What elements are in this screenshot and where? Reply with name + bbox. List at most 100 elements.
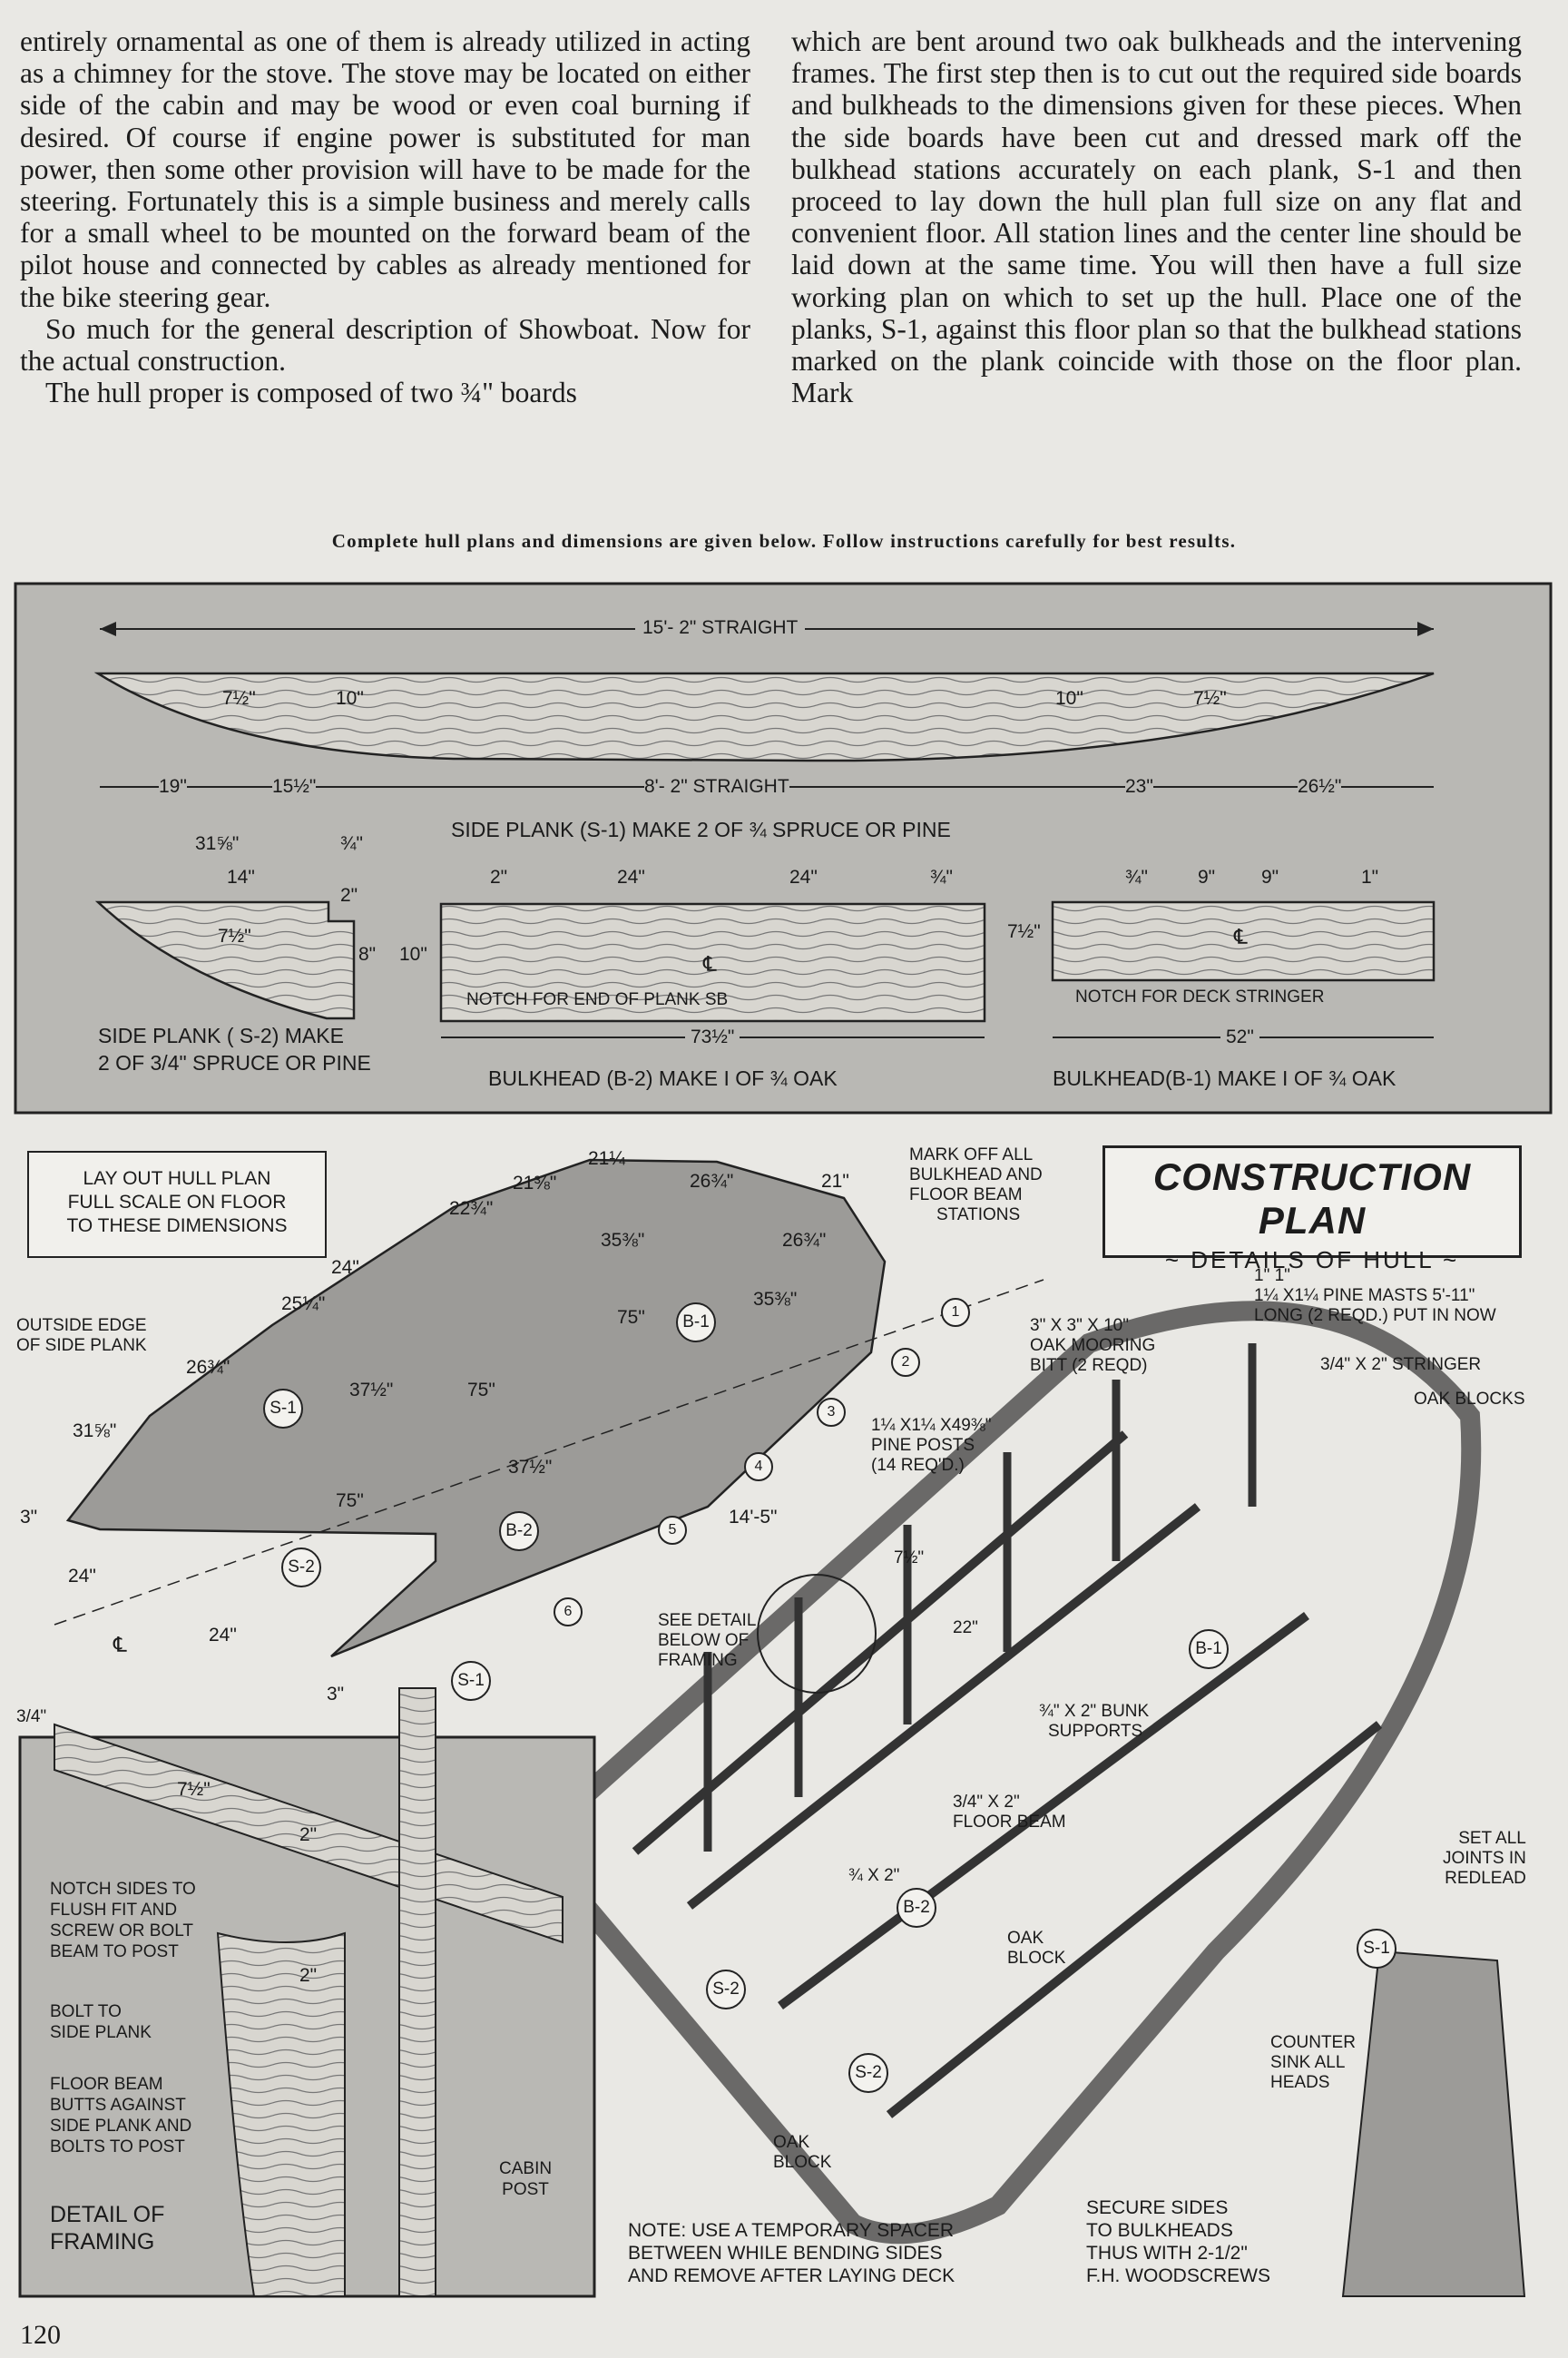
floor-beam-note: 3/4" X 2"FLOOR BEAM [953,1793,1066,1832]
dim-label: 10" [336,688,364,709]
b2-length-label: 73½" [685,1027,740,1048]
dim-label: ¾" [930,867,953,888]
hull-plan-shape [65,1158,887,1658]
dim-label: 24" [617,867,645,888]
dim-label: 2" [490,867,508,888]
dim-label: ¾" [1125,867,1148,888]
paragraph: So much for the general description of S… [20,312,750,378]
dim-label: 2" [299,1824,318,1845]
b1-length-label: 52" [1220,1027,1259,1048]
construction-plan-title-box: CONSTRUCTION PLAN ~ DETAILS OF HULL ~ [1102,1145,1522,1273]
part-tag: S-1 [451,1661,491,1701]
paragraph: which are bent around two oak bulkheads … [791,25,1522,409]
dim-label: 3" [20,1507,38,1528]
dim-label: 37½" [508,1457,553,1478]
detail-side-plank [216,1931,346,2297]
oak-blocks-note: OAK BLOCKS [1414,1390,1525,1409]
centerline-mark: ℄ [1234,925,1248,948]
dim-label: 15½" [272,776,317,798]
part-tag: B-2 [897,1888,936,1928]
dim-label: 8'- 2" STRAIGHT [644,776,789,798]
dim-label: 21¼ [588,1148,625,1169]
bulkhead-b1 [1051,900,1436,982]
b1-notch-label: NOTCH FOR DECK STRINGER [1075,987,1325,1007]
right-text-column: which are bent around two oak bulkheads … [791,25,1522,408]
stringer-note: 3/4" X 2" STRINGER [1320,1355,1482,1374]
part-tag: B-2 [499,1511,539,1551]
dim-label: 26¾" [186,1357,230,1378]
station-marker: 3 [817,1398,846,1427]
construction-plan-subtitle: ~ DETAILS OF HULL ~ [1164,1246,1460,1273]
counter-sink-detail [1341,1950,1526,2297]
dim-label: 26½" [1298,776,1342,798]
dim-label: 24" [789,867,818,888]
dim-label: 37½" [349,1380,394,1400]
bulkhead-b2 [439,902,986,1023]
part-tag: S-2 [848,2053,888,2093]
layout-note-box: LAY OUT HULL PLAN FULL SCALE ON FLOOR TO… [27,1151,327,1258]
part-tag: S-2 [706,1970,746,2009]
centerline [54,1279,1044,1626]
dim-label: 25¼" [281,1293,326,1314]
paragraph: entirely ornamental as one of them is al… [20,25,750,313]
dim-label: 31⅝" [195,833,240,854]
floor-beams [632,1430,1383,2118]
side-plank-s1 [93,672,1435,762]
dim-label: 24" [68,1566,96,1587]
dim-label: 14" [227,867,255,888]
dim-label: 7½" [1193,688,1227,709]
isometric-hull [553,1301,1482,2245]
dim-label: 35⅜" [601,1230,645,1251]
paragraph: The hull proper is composed of two ¾" bo… [45,377,577,409]
dim-label: 9" [1261,867,1279,888]
dim-label: 31⅝" [73,1420,117,1441]
station-marker: 6 [554,1597,583,1626]
left-text-column: entirely ornamental as one of them is al… [20,25,750,408]
dim-label: ¾" [340,833,363,854]
part-tag: B-1 [676,1302,716,1342]
station-marker: 5 [658,1516,687,1545]
dim-label: 21" [821,1171,849,1192]
dim-label: ¾ X 2" [848,1866,900,1885]
dim-label: 26¾" [690,1171,734,1192]
dim-label: 24" [209,1625,237,1646]
b2-bulkhead-label: BULKHEAD (B-2) MAKE I OF ¾ OAK [488,1066,838,1090]
part-tag: S-1 [1357,1929,1396,1969]
detail-callout-circle [757,1574,877,1694]
station-marker: 2 [891,1348,920,1377]
post-dim: 7½" [894,1548,925,1567]
dim-label: 7½" [177,1779,211,1800]
dim-label: 21⅜" [513,1173,557,1194]
station-marker: 4 [744,1452,773,1481]
dim-label: 75" [336,1490,364,1511]
dim-label: 75" [467,1380,495,1400]
centerline-mark: ℄ [113,1633,127,1656]
plans-panel [14,582,1553,1115]
dim-label: 3/4" [16,1707,47,1726]
dim-label: 7½" [218,926,251,947]
figure-caption: Complete hull plans and dimensions are g… [331,530,1237,552]
construction-plan-title: CONSTRUCTION PLAN [1152,1155,1472,1242]
dim-label: 23" [1125,776,1153,798]
pine-posts [703,1343,1257,1852]
dim-label: 22¾" [449,1198,494,1219]
dim-label: 10" [1055,688,1083,709]
s1-length-label: 15'- 2" STRAIGHT [635,617,806,639]
side-plank-s2 [94,900,356,1020]
